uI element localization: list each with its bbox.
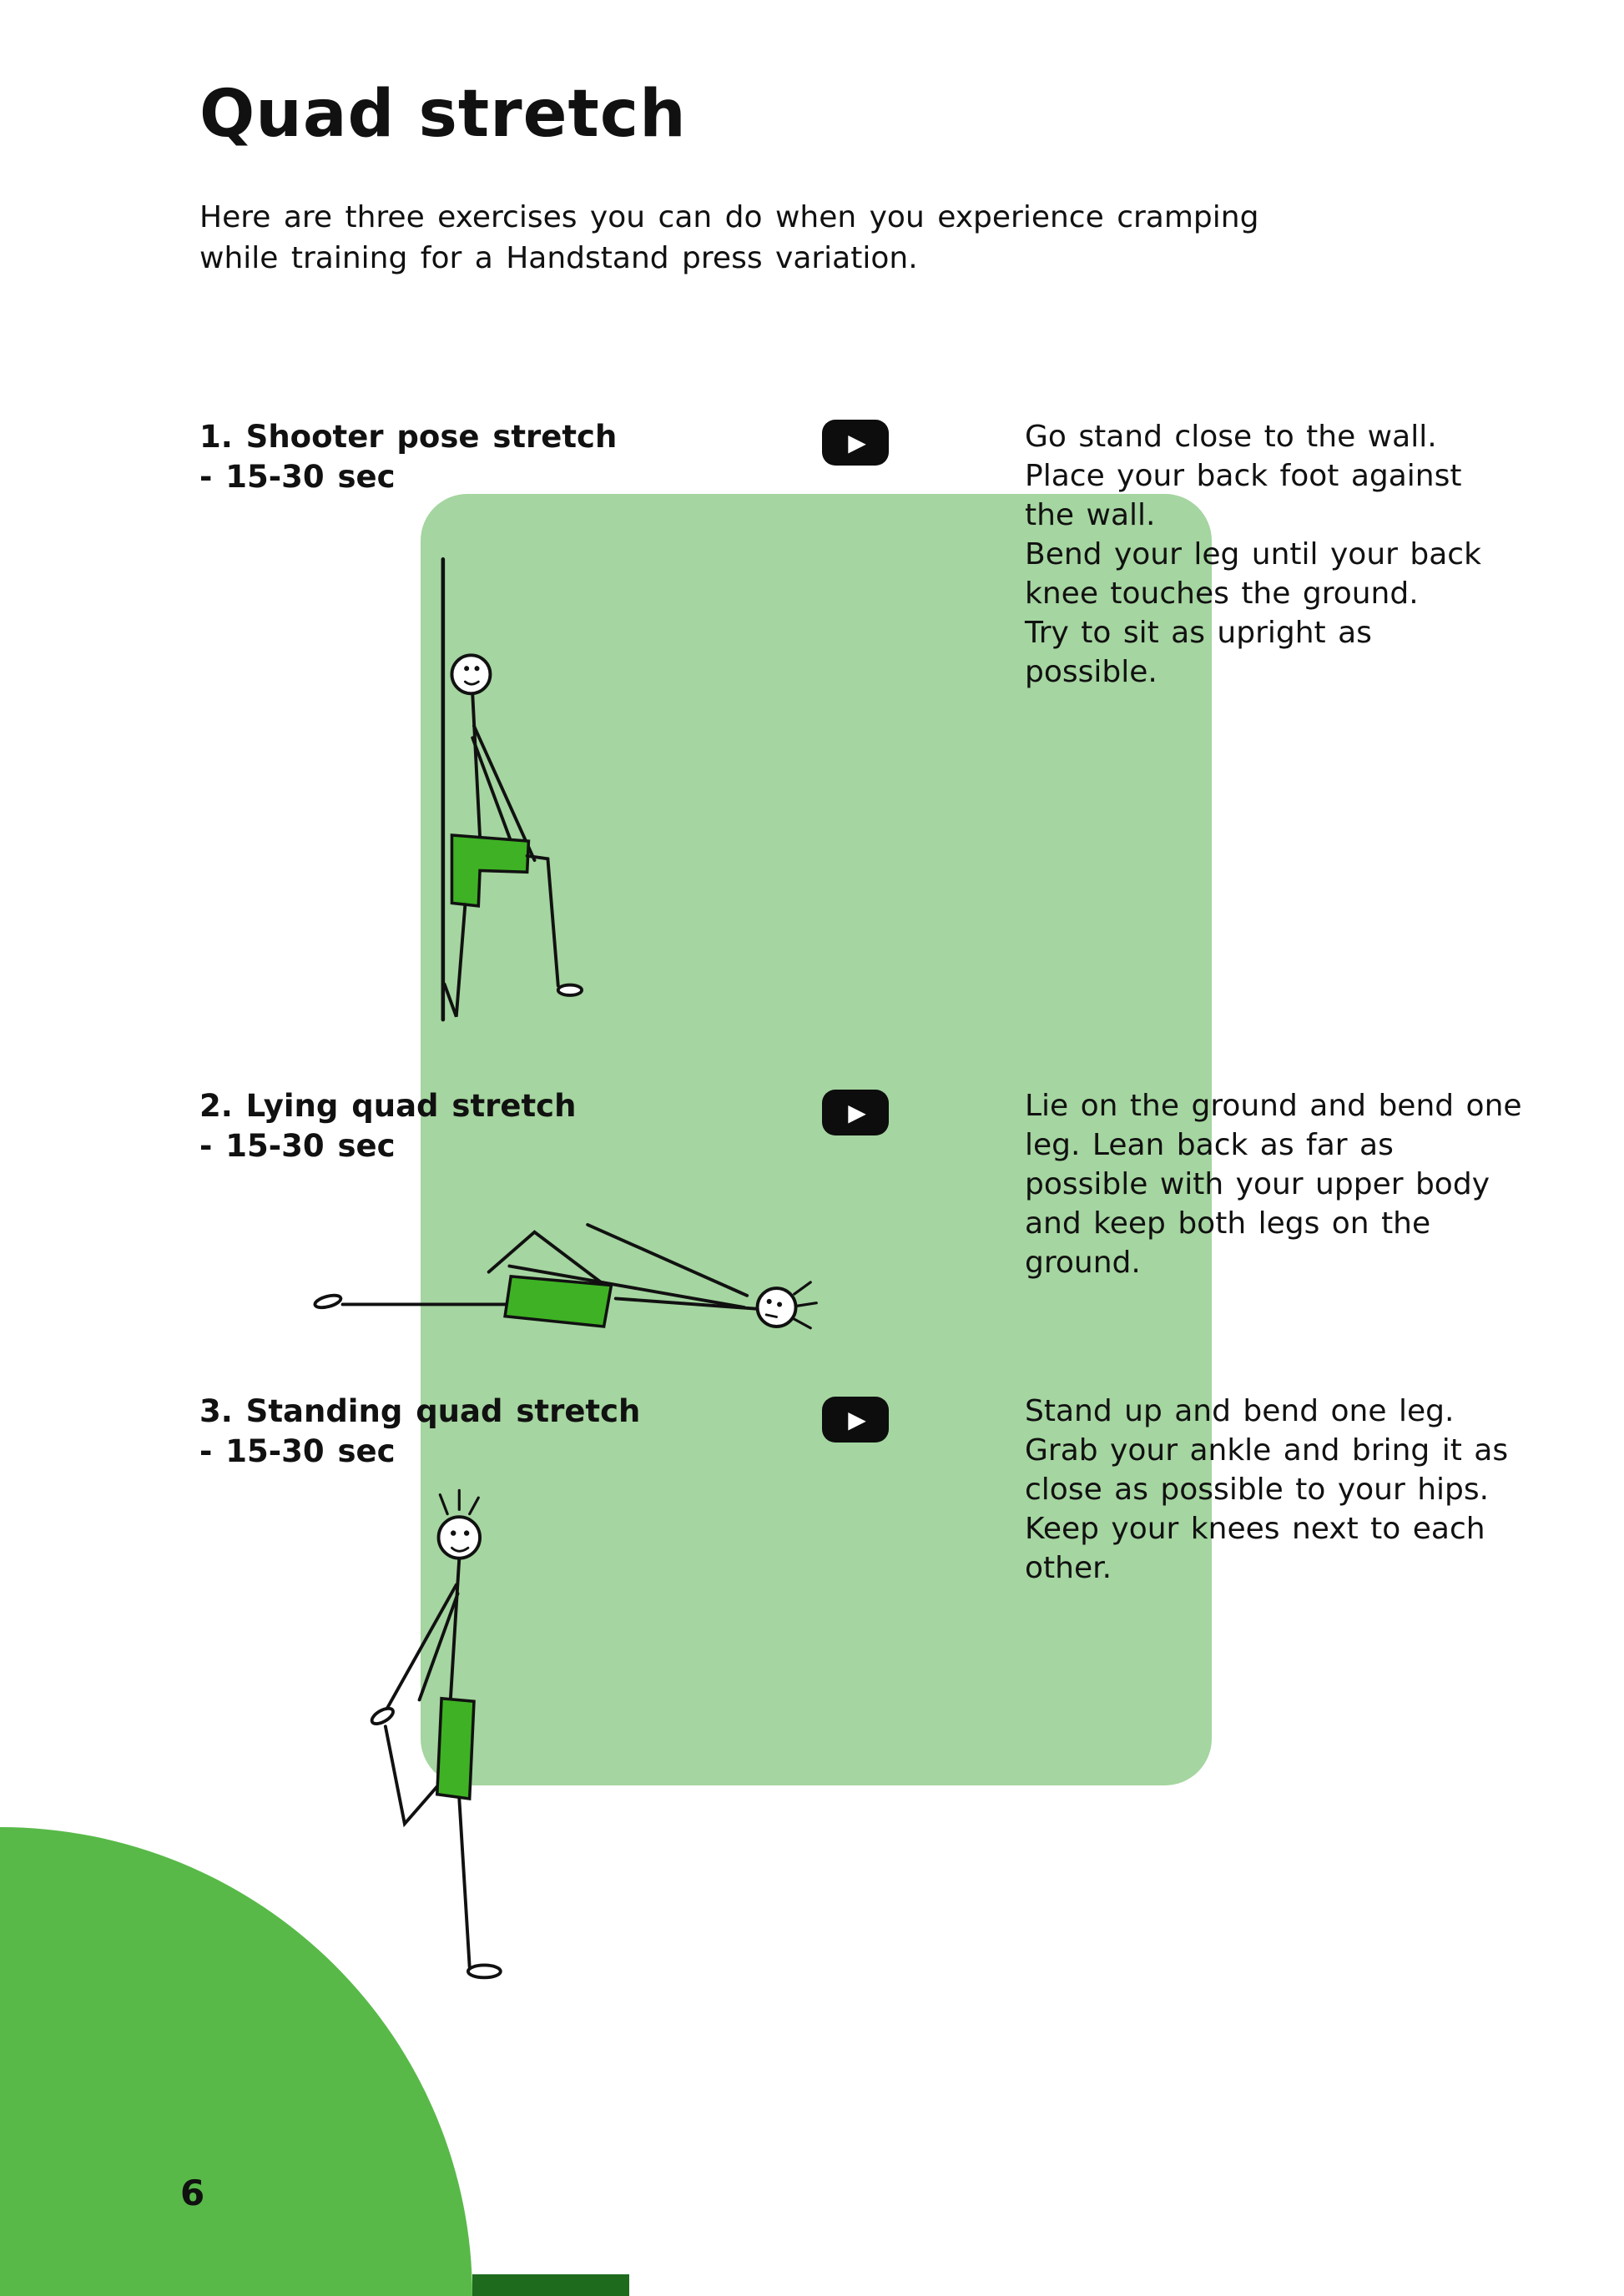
- content-panel: [421, 494, 1212, 1785]
- exercise-2-play-button[interactable]: ▶: [822, 1090, 889, 1135]
- play-icon: ▶: [848, 428, 866, 456]
- exercise-1-heading: 1. Shooter pose stretch - 15-30 sec: [199, 417, 784, 497]
- exercise-1-play-button[interactable]: ▶: [822, 420, 889, 466]
- exercise-2-duration: - 15-30 sec: [199, 1128, 396, 1164]
- exercise-3-duration: - 15-30 sec: [199, 1433, 396, 1469]
- exercise-2-title: 2. Lying quad stretch: [199, 1088, 577, 1124]
- exercise-2-description: Lie on the ground and bend one leg. Lean…: [1025, 1089, 1522, 1280]
- page-title: Quad stretch: [199, 77, 687, 152]
- corner-accent-shape: [0, 1827, 472, 2296]
- exercise-3-heading: 3. Standing quad stretch - 15-30 sec: [199, 1392, 784, 1472]
- exercise-1-title: 1. Shooter pose stretch: [199, 419, 618, 455]
- exercise-3-description: Stand up and bend one leg. Grab your ank…: [1025, 1394, 1509, 1585]
- page-number: 6: [180, 2173, 205, 2213]
- intro-paragraph: Here are three exercises you can do when…: [199, 200, 1259, 275]
- exercise-1-duration: - 15-30 sec: [199, 459, 396, 495]
- exercise-1-description: Go stand close to the wall. Place your b…: [1025, 420, 1481, 689]
- exercise-2-heading: 2. Lying quad stretch - 15-30 sec: [199, 1086, 784, 1166]
- play-icon: ▶: [848, 1405, 866, 1433]
- bottom-strip-shape: [472, 2274, 629, 2296]
- play-icon: ▶: [848, 1098, 866, 1126]
- exercise-3-title: 3. Standing quad stretch: [199, 1393, 641, 1429]
- exercise-3-play-button[interactable]: ▶: [822, 1397, 889, 1443]
